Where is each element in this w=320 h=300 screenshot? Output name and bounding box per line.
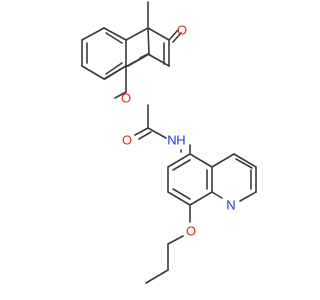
amide-nitrogen-label: N (167, 132, 176, 147)
ring-oxygen-label: O (121, 90, 131, 105)
ether-oxygen-label: O (186, 223, 196, 238)
quinoline-nitrogen-label: N (226, 197, 235, 212)
chromone-core (104, 27, 170, 80)
amide-hydrogen-label: H (176, 132, 185, 147)
pyranone-ring (114, 1, 150, 99)
benzo-ring (81, 27, 127, 80)
molecule-canvas: O O O N H N O (81, 1, 257, 284)
propoxy-chain (145, 204, 191, 284)
carbonyl-group (168, 29, 182, 43)
carbonyl-oxygen-label: O (177, 22, 187, 37)
amide-oxygen-label: O (122, 132, 132, 147)
quinoline-ring (167, 144, 257, 206)
amide-group (134, 104, 182, 153)
molecule-structure: O O O N H N O (81, 1, 257, 284)
